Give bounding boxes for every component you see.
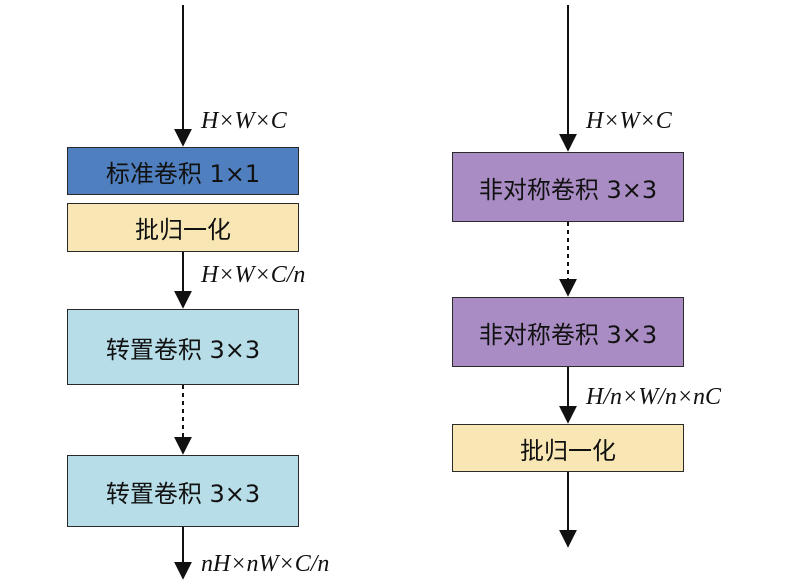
- standard-conv-box: 标准卷积 1×1: [67, 147, 299, 195]
- right-mid-label: H/n×W/n×nC: [586, 384, 722, 410]
- left-input-label: H×W×C: [201, 108, 287, 134]
- batch-norm-box-left: 批归一化: [67, 203, 299, 252]
- asym-conv-box-2: 非对称卷积 3×3: [452, 297, 684, 367]
- transpose-conv-box-2: 转置卷积 3×3: [67, 455, 299, 527]
- left-output-label: nH×nW×C/n: [201, 551, 330, 577]
- batch-norm-box-right: 批归一化: [452, 424, 684, 472]
- asym-conv-box-1: 非对称卷积 3×3: [452, 152, 684, 222]
- right-input-label: H×W×C: [586, 108, 672, 134]
- transpose-conv-box-1: 转置卷积 3×3: [67, 309, 299, 385]
- left-mid-label: H×W×C/n: [201, 262, 306, 288]
